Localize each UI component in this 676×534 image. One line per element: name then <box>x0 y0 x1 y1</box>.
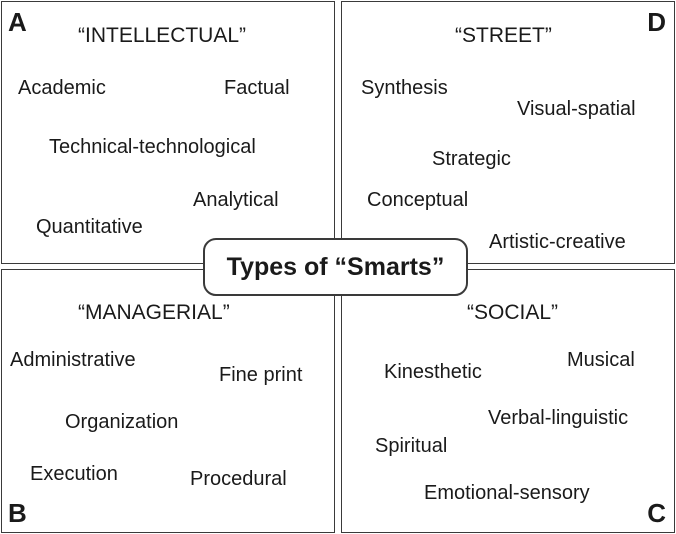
term-visual-spatial: Visual-spatial <box>517 98 636 120</box>
term-artistic-creative: Artistic-creative <box>489 231 626 253</box>
quadrant-letter-b: B <box>8 498 27 528</box>
term-execution: Execution <box>30 463 118 485</box>
term-academic: Academic <box>18 77 106 99</box>
quadrant-letter-d: D <box>647 7 666 37</box>
term-conceptual: Conceptual <box>367 189 469 211</box>
center-title-box: Types of “Smarts” <box>203 238 468 296</box>
term-organization: Organization <box>65 411 179 433</box>
quadrant-letter-c: C <box>647 498 666 528</box>
term-quantitative: Quantitative <box>36 216 143 238</box>
quadrant-title-street: “STREET” <box>455 24 552 47</box>
term-kinesthetic: Kinesthetic <box>384 361 482 383</box>
term-administrative: Administrative <box>10 349 136 371</box>
term-spiritual: Spiritual <box>375 435 448 457</box>
term-musical: Musical <box>567 349 635 371</box>
quadrant-title-managerial: “MANAGERIAL” <box>78 301 230 324</box>
center-title: Types of “Smarts” <box>226 252 445 281</box>
quadrant-title-social: “SOCIAL” <box>467 301 559 324</box>
term-factual: Factual <box>224 77 290 99</box>
quadrant-d-street: D “STREET” Synthesis Visual-spatial Stra… <box>341 1 675 264</box>
term-synthesis: Synthesis <box>361 77 448 99</box>
quadrant-title-intellectual: “INTELLECTUAL” <box>78 24 247 47</box>
quadrant-letter-a: A <box>8 7 27 37</box>
term-analytical: Analytical <box>193 189 279 211</box>
term-strategic: Strategic <box>432 148 511 170</box>
term-technical-technological: Technical-technological <box>49 136 256 158</box>
quadrant-c-social: C “SOCIAL” Kinesthetic Musical Verbal-li… <box>341 269 675 533</box>
term-verbal-linguistic: Verbal-linguistic <box>488 407 629 429</box>
quadrant-a-intellectual: A “INTELLECTUAL” Academic Factual Techni… <box>1 1 335 264</box>
term-fine-print: Fine print <box>219 364 303 386</box>
term-procedural: Procedural <box>190 468 287 490</box>
quadrant-b-managerial: B “MANAGERIAL” Administrative Fine print… <box>1 269 335 533</box>
term-emotional-sensory: Emotional-sensory <box>424 482 590 504</box>
